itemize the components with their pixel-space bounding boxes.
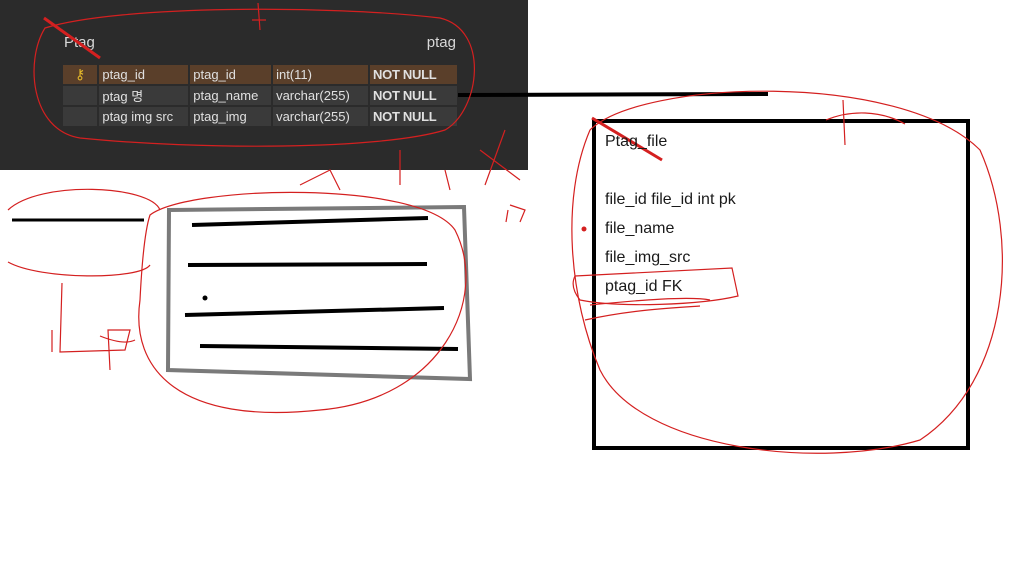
placeholder-line	[184, 306, 445, 317]
erd-row-name: ptag 명	[99, 86, 189, 105]
entity-field: file_name	[605, 220, 675, 237]
relation-line	[457, 92, 769, 97]
key-icon: ⚷	[75, 66, 86, 82]
placeholder-line	[199, 344, 459, 351]
erd-circle-mark	[33, 8, 475, 147]
entity-box	[592, 119, 970, 450]
entity-field: ptag_id FK	[605, 278, 683, 295]
erd-row-column: ptag_img	[190, 107, 272, 126]
fk-underline-mark	[589, 297, 711, 306]
erd-panel: Ptag ptag ⚷ ptag_id ptag_id int(11) NOT …	[0, 0, 528, 170]
erd-row-name: ptag img src	[99, 107, 189, 126]
erd-row-column: ptag_name	[190, 86, 272, 105]
erd-key-cell: ⚷	[63, 65, 98, 84]
entity-circle-mark	[571, 90, 1003, 454]
erd-row-name: ptag_id	[99, 65, 189, 84]
red-annotations	[7, 2, 1003, 454]
erd-table: ⚷ ptag_id ptag_id int(11) NOT NULL ptag …	[61, 63, 459, 128]
erd-row: ⚷ ptag_id ptag_id int(11) NOT NULL	[63, 65, 457, 84]
erd-title-right: ptag	[426, 34, 456, 51]
left-scribble-mark	[7, 188, 161, 371]
top-tick-mark	[252, 2, 266, 31]
left-scribble-mark	[51, 330, 136, 352]
entity-field: file_id file_id int pk	[605, 191, 736, 208]
right-cross-mark	[825, 99, 906, 146]
erd-row-constraint: NOT NULL	[370, 65, 457, 84]
placeholder-dot	[202, 295, 208, 301]
placeholder-line	[187, 262, 428, 267]
placeholder-line	[191, 216, 429, 227]
fk-underline-mark	[584, 305, 701, 321]
erd-row-type: varchar(255)	[273, 86, 369, 105]
erd-key-cell	[63, 86, 98, 105]
strike-mark	[43, 16, 101, 60]
erd-row-type: int(11)	[273, 65, 369, 84]
erd-row-type: varchar(255)	[273, 107, 369, 126]
erd-row-column: ptag_id	[190, 65, 272, 84]
strike-mark	[591, 116, 663, 162]
erd-row-constraint: NOT NULL	[370, 107, 457, 126]
erd-key-cell	[63, 107, 98, 126]
red-dot-mark	[581, 226, 587, 232]
placeholder-box	[165, 204, 473, 382]
erd-row-constraint: NOT NULL	[370, 86, 457, 105]
erd-row: ptag img src ptag_img varchar(255) NOT N…	[63, 107, 457, 126]
box-circle-mark	[138, 191, 467, 414]
mid-scribble-mark	[299, 129, 526, 223]
entity-title: Ptag_file	[605, 133, 668, 150]
entity-field: file_img_src	[605, 249, 691, 266]
erd-row: ptag 명 ptag_name varchar(255) NOT NULL	[63, 86, 457, 105]
